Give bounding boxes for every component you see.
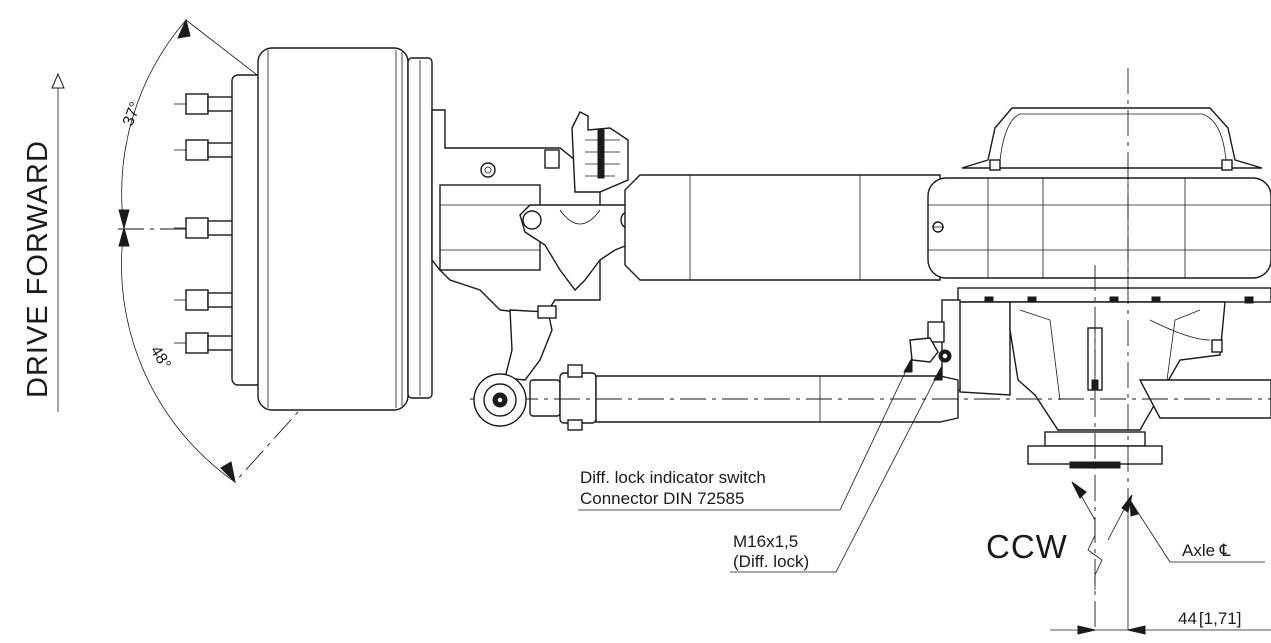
- brake-drum: [231, 47, 433, 411]
- differential-housing: [957, 287, 1271, 469]
- offset-dimension-value: 44[1,71]: [1178, 609, 1241, 628]
- offset-dimension: [1050, 625, 1271, 635]
- tie-rod: [470, 364, 1271, 431]
- rotation-arrow-icon: [1071, 481, 1087, 499]
- thread-purpose-label: (Diff. lock): [733, 552, 809, 571]
- drive-forward-label: DRIVE FORWARD: [22, 140, 54, 398]
- drive-forward-indicator: DRIVE FORWARD: [22, 72, 65, 412]
- rotation-indicator: [1071, 481, 1133, 590]
- rotation-label: CCW: [986, 528, 1068, 565]
- differential-cover: [961, 107, 1263, 171]
- axle-centerline-label: Axle ℄: [1182, 541, 1231, 560]
- leader-lines: [578, 356, 1265, 573]
- drive-forward-arrow-icon: [51, 72, 65, 89]
- axle-beam: [624, 174, 1271, 281]
- diff-lock-connector-label: Connector DIN 72585: [580, 489, 744, 508]
- wheel-bolts: [174, 93, 237, 354]
- angle-upper-label: 37°: [120, 100, 145, 129]
- diff-lock-switch: [909, 299, 961, 391]
- angle-lower-label: 48°: [147, 343, 174, 373]
- thread-size-label: M16x1,5: [733, 532, 798, 551]
- diff-lock-switch-label: Diff. lock indicator switch: [580, 468, 766, 487]
